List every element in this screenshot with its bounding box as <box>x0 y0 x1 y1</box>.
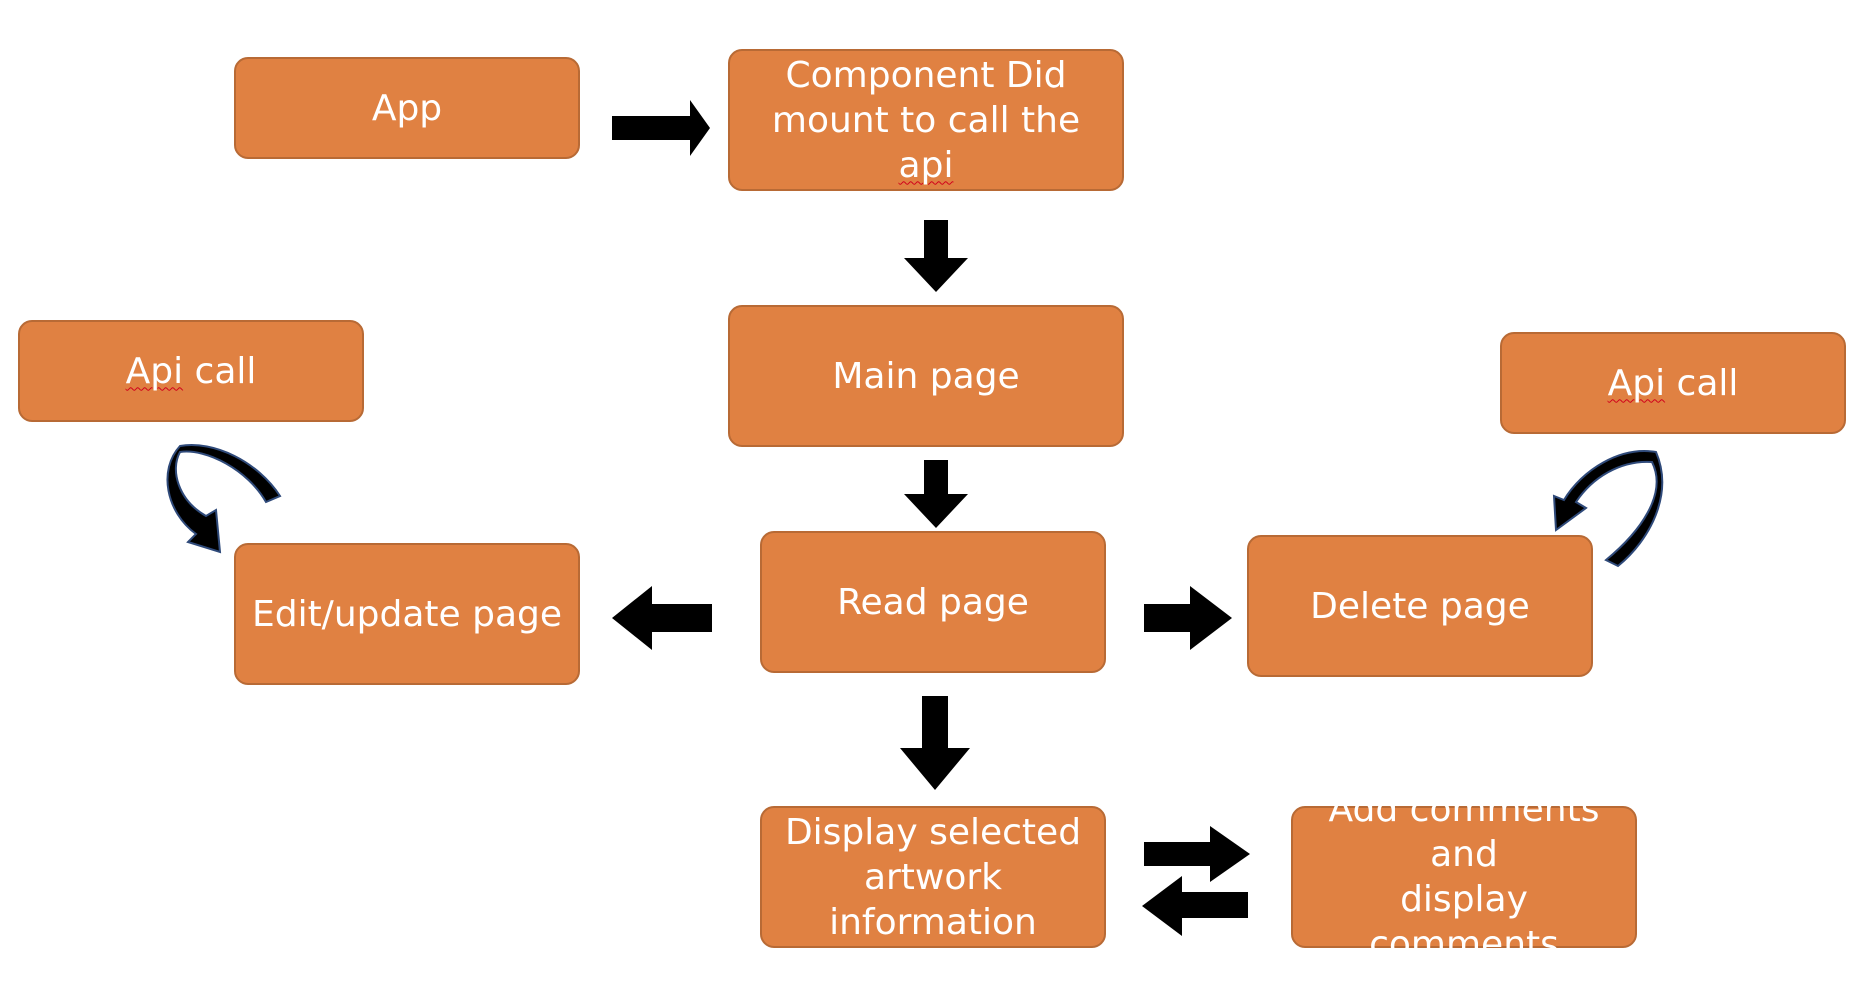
node-delete-page-label: Delete page <box>1310 585 1530 627</box>
node-main-page-label: Main page <box>832 355 1020 397</box>
node-add-comments-label: Add comments and display comments <box>1307 787 1621 967</box>
arrow-display-to-comments <box>1144 826 1250 882</box>
node-component-line-1: Component Did <box>785 54 1067 96</box>
node-display-line-1: Display selected <box>784 811 1082 853</box>
arrow-read-to-edit <box>612 586 712 650</box>
node-component-line-2-text: mount to call the <box>771 99 1081 141</box>
node-display-selected: Display selected artwork information <box>760 806 1106 948</box>
node-add-comments: Add comments and display comments <box>1291 789 1637 965</box>
node-api-call-left-label: Api call <box>126 349 257 394</box>
node-api-call-right-label: Api call <box>1608 361 1739 406</box>
node-component-did-mount-label: Component Did mount to call the api <box>744 53 1108 188</box>
node-api-call-right-api: Api <box>1607 362 1666 404</box>
arrow-component-to-main <box>904 220 968 292</box>
node-app: App <box>234 57 580 159</box>
curved-arrow-delete-to-api <box>1552 450 1664 568</box>
node-component-line-2-api: api <box>898 144 954 186</box>
node-edit-update-page-label: Edit/update page <box>251 593 563 635</box>
arrow-comments-to-display <box>1142 876 1248 936</box>
node-app-label: App <box>371 87 443 129</box>
node-main-page: Main page <box>728 305 1124 447</box>
arrow-read-to-delete <box>1144 586 1232 650</box>
node-display-line-2: artwork <box>863 856 1003 898</box>
arrow-read-to-display <box>900 696 970 790</box>
node-api-call-right-call: call <box>1665 362 1739 404</box>
node-api-call-left: Api call <box>18 320 364 422</box>
node-api-call-left-call: call <box>183 350 257 392</box>
node-edit-update-page: Edit/update page <box>234 543 580 685</box>
node-api-call-right: Api call <box>1500 332 1846 434</box>
node-component-line-2: mount to call the api <box>744 98 1108 188</box>
arrow-app-to-component <box>612 100 710 156</box>
curved-arrow-edit-to-api <box>166 444 282 554</box>
node-display-selected-label: Display selected artwork information <box>785 810 1081 945</box>
arrow-main-to-read <box>904 460 968 528</box>
node-delete-page: Delete page <box>1247 535 1593 677</box>
node-api-call-left-api: Api <box>125 350 184 392</box>
node-read-page-label: Read page <box>837 581 1029 623</box>
node-add-comments-line-2: display comments <box>1369 879 1559 965</box>
node-component-did-mount: Component Did mount to call the api <box>728 49 1124 191</box>
node-display-line-3: information <box>829 901 1037 943</box>
node-read-page: Read page <box>760 531 1106 673</box>
node-add-comments-line-1: Add comments and <box>1328 789 1600 875</box>
